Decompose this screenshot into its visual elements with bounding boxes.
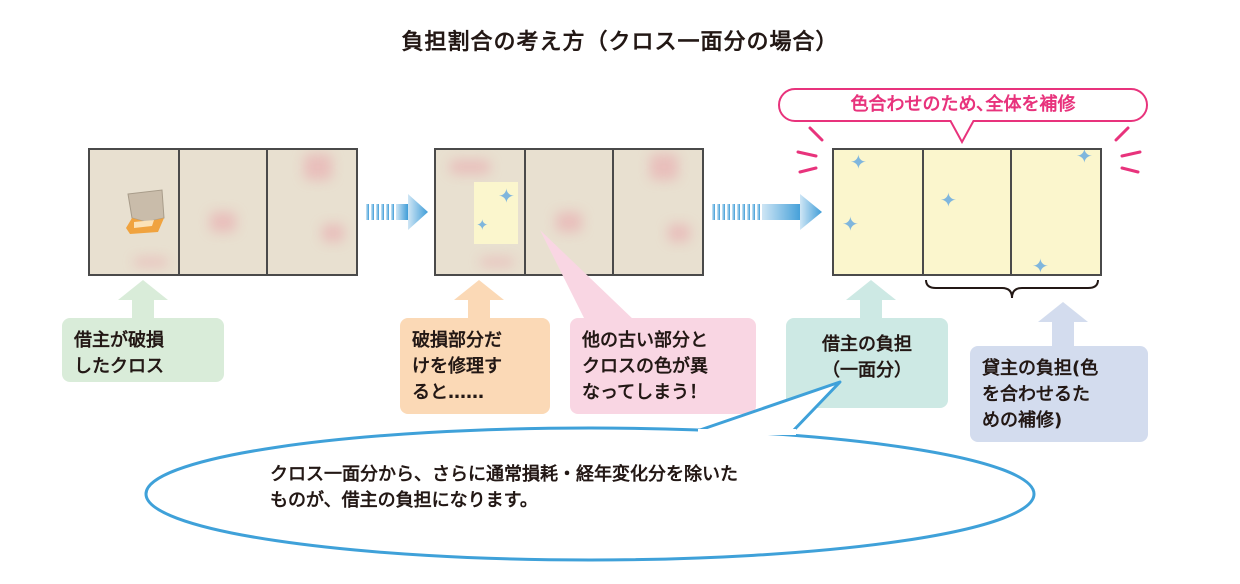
top-note-callout: 色合わせのため､全体を補修 xyxy=(778,88,1148,122)
wall-panel-damaged xyxy=(88,148,358,276)
flow-arrow-right xyxy=(366,194,428,230)
callout-pointer xyxy=(949,120,975,144)
panel-divider xyxy=(612,150,614,274)
up-arrow xyxy=(118,280,168,320)
sparkle-icon: ✦ xyxy=(476,216,489,234)
stain-mark xyxy=(304,154,332,180)
panel-divider xyxy=(178,150,180,274)
sparkle-icon: ✦ xyxy=(498,184,515,208)
stain-mark xyxy=(210,212,236,232)
wall-panel-partial-repair: ✦ ✦ xyxy=(434,148,704,276)
bubble-text: クロス一面分から、さらに通常損耗・経年変化分を除いた ものが、借主の負担になりま… xyxy=(270,464,738,511)
speech-bubble xyxy=(144,380,1036,562)
label-color-mismatch: 他の古い部分と クロスの色が異 なってしまう！ xyxy=(570,318,756,414)
sparkle-icon: ✦ xyxy=(842,212,859,236)
emphasis-lines-right xyxy=(1114,126,1142,174)
sparkle-icon: ✦ xyxy=(850,150,867,174)
up-arrow xyxy=(454,280,504,320)
panel-divider xyxy=(524,150,526,274)
label-landlord-burden: 貸主の負担(色 を合わせるた めの補修) xyxy=(970,346,1148,442)
stain-mark xyxy=(450,160,490,174)
stain-mark xyxy=(668,224,690,242)
label-repair-only: 破損部分だ けを修理す ると…… xyxy=(400,318,550,414)
wall-panel-full-repair: ✦ ✦ ✦ ✦ ✦ xyxy=(832,148,1102,276)
stain-mark xyxy=(480,258,514,266)
label-damaged-cloth: 借主が破損 したクロス xyxy=(62,318,224,382)
stain-mark xyxy=(322,224,344,242)
pointer-triangle xyxy=(540,230,636,322)
emphasis-lines-left xyxy=(796,126,824,174)
diagram-title: 負担割合の考え方（クロス一面分の場合） xyxy=(401,30,839,55)
curly-brace xyxy=(925,279,1099,299)
torn-cloth-icon xyxy=(126,189,165,234)
sparkle-icon: ✦ xyxy=(1032,254,1049,276)
flow-arrow-right xyxy=(712,194,822,230)
stain-mark xyxy=(134,258,168,266)
panel-divider xyxy=(266,150,268,274)
sparkle-icon: ✦ xyxy=(940,188,957,212)
panel-divider xyxy=(1010,150,1012,274)
up-arrow xyxy=(846,280,896,320)
up-arrow xyxy=(1038,302,1088,346)
panel-divider xyxy=(922,150,924,274)
sparkle-icon: ✦ xyxy=(1076,148,1093,168)
repaired-patch xyxy=(474,182,518,244)
stain-mark xyxy=(556,212,582,232)
stain-mark xyxy=(650,154,678,180)
